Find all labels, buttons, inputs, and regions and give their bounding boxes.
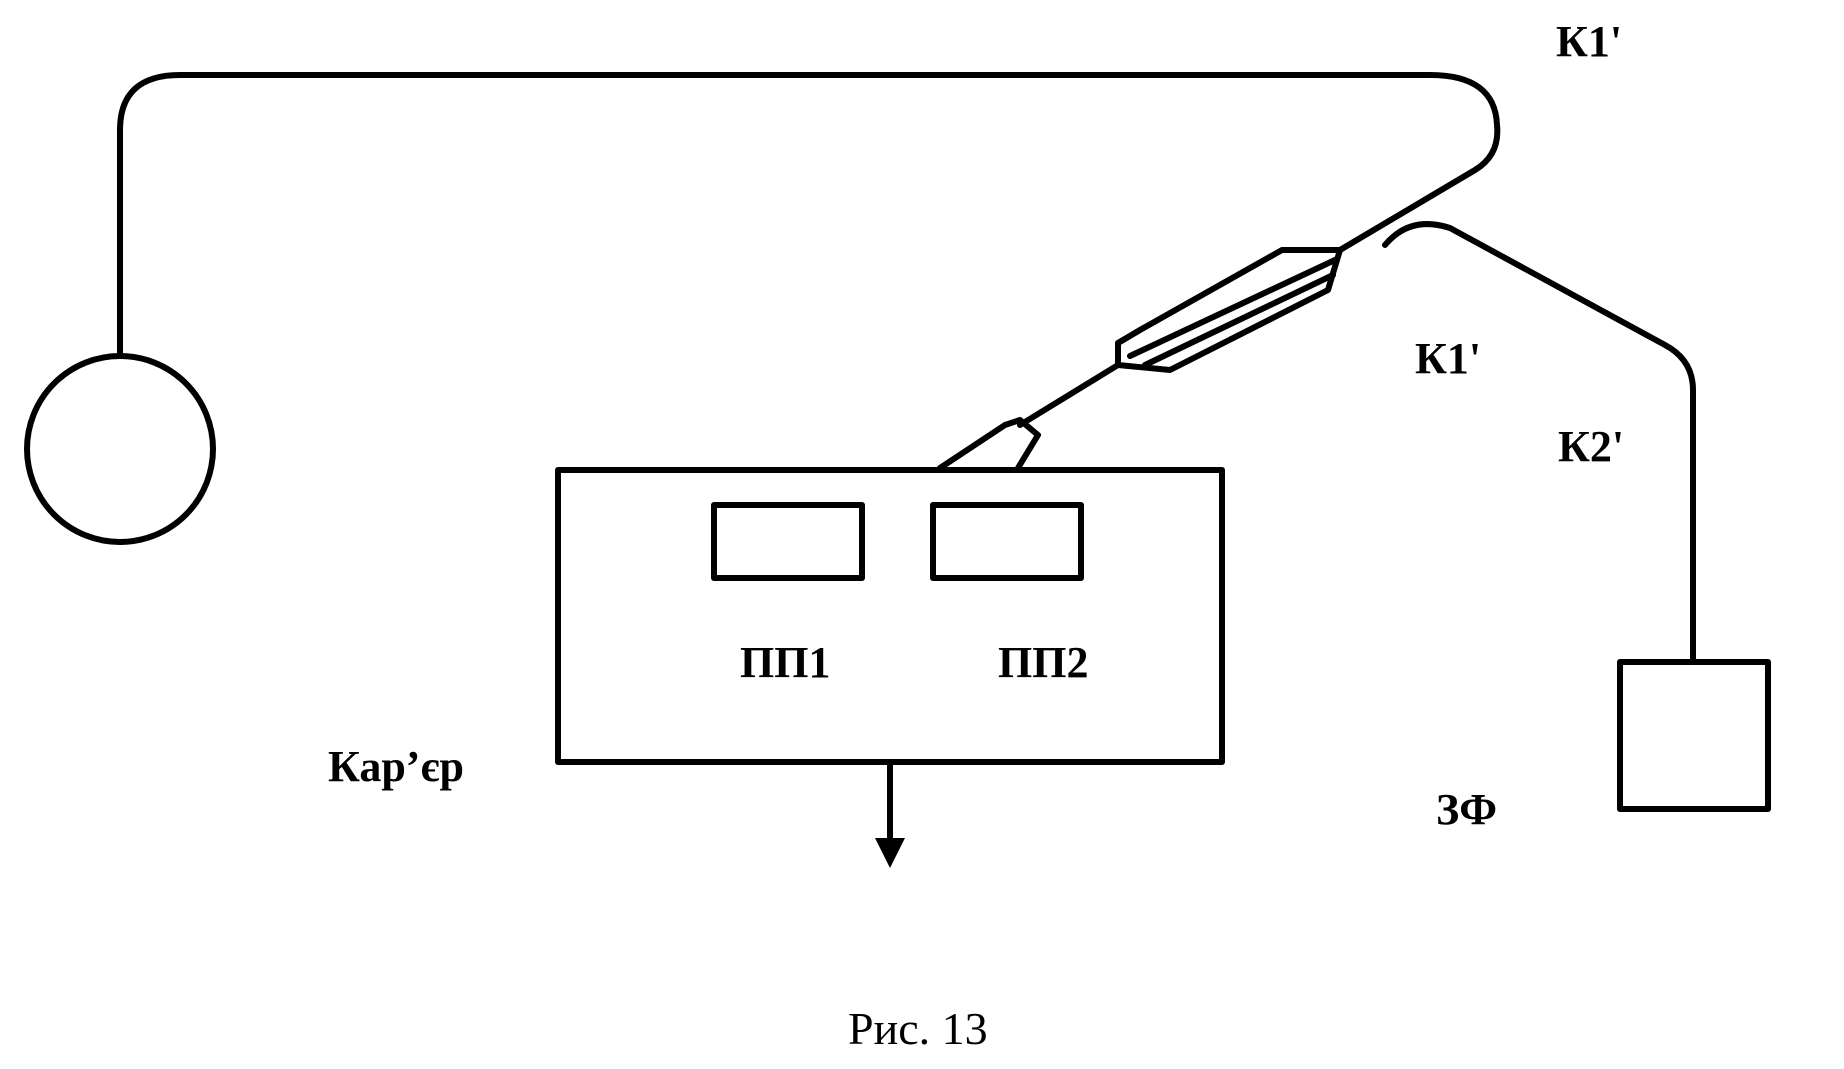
loader-boom — [937, 417, 1041, 471]
quarry-box — [555, 467, 1225, 765]
pp1-box — [711, 502, 865, 581]
label-k1-mid: К1' — [1415, 334, 1482, 383]
transfer-belt-line-2 — [1142, 272, 1336, 368]
transfer-station-outer — [1115, 247, 1343, 373]
label-zf: ЗФ — [1436, 785, 1498, 834]
label-pp2: ПП2 — [998, 638, 1089, 687]
label-k2: К2' — [1558, 422, 1625, 471]
label-k1-top: К1' — [1556, 17, 1623, 66]
stockpile-circle — [24, 353, 216, 545]
label-quarry: Кар’єр — [328, 742, 464, 791]
conveyor-k2-line — [1382, 221, 1696, 663]
transfer-belt-line-1 — [1127, 257, 1338, 359]
conveyor-k1-top-line — [117, 72, 1501, 358]
label-pp1: ПП1 — [740, 638, 831, 687]
pp2-box — [930, 502, 1084, 581]
conveyor-k1-mid-line — [1017, 362, 1121, 428]
figure-caption: Рис. 13 — [848, 1003, 988, 1054]
zf-box — [1617, 659, 1771, 812]
output-arrow-head — [875, 838, 905, 868]
